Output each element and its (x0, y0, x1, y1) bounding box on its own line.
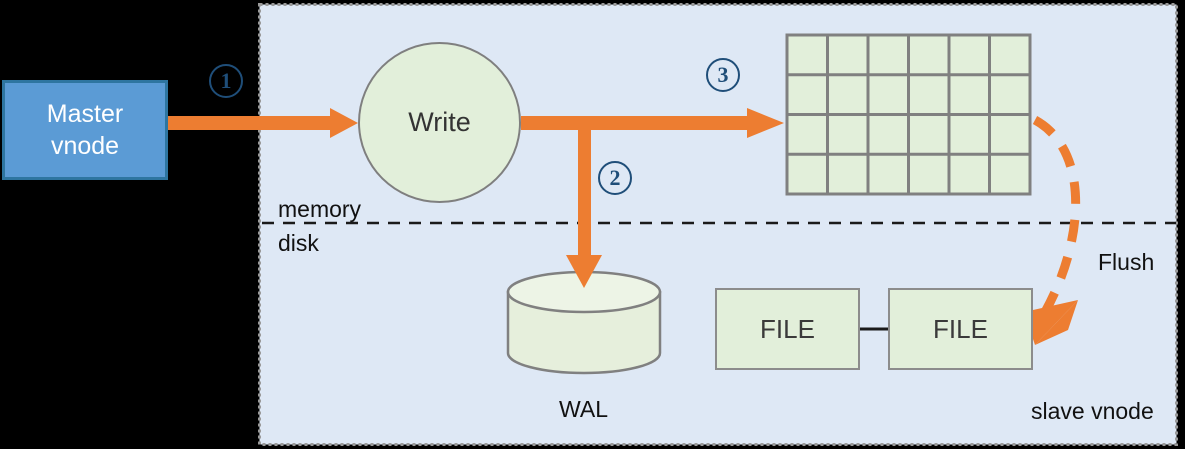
file-box-1[interactable]: FILE (715, 288, 860, 370)
memtable-grid (785, 33, 1032, 196)
arrow-step-3 (521, 108, 784, 138)
write-node[interactable]: Write (358, 42, 521, 203)
step-number-3: 3 (706, 58, 740, 92)
wal-caption: WAL (559, 396, 608, 422)
master-vnode-label-line1: Master (46, 100, 124, 128)
flow-arrows (168, 108, 784, 288)
master-vnode-label-line2: vnode (50, 132, 120, 160)
arrow-step-2 (566, 116, 602, 288)
master-vnode-box[interactable]: Master vnode (2, 80, 168, 180)
file-box-2[interactable]: FILE (888, 288, 1033, 370)
slave-vnode-label: slave vnode (1031, 398, 1154, 424)
write-node-label: Write (408, 107, 471, 137)
flush-arrow (1024, 116, 1081, 345)
arrow-step-1 (168, 108, 358, 138)
flush-label: Flush (1098, 249, 1155, 275)
step-number-2: 2 (598, 161, 632, 195)
step-number-1: 1 (209, 64, 243, 98)
file-box-1-label: FILE (760, 313, 815, 344)
memory-label: memory (278, 196, 362, 222)
file-box-2-label: FILE (933, 313, 988, 344)
disk-label: disk (278, 230, 319, 256)
